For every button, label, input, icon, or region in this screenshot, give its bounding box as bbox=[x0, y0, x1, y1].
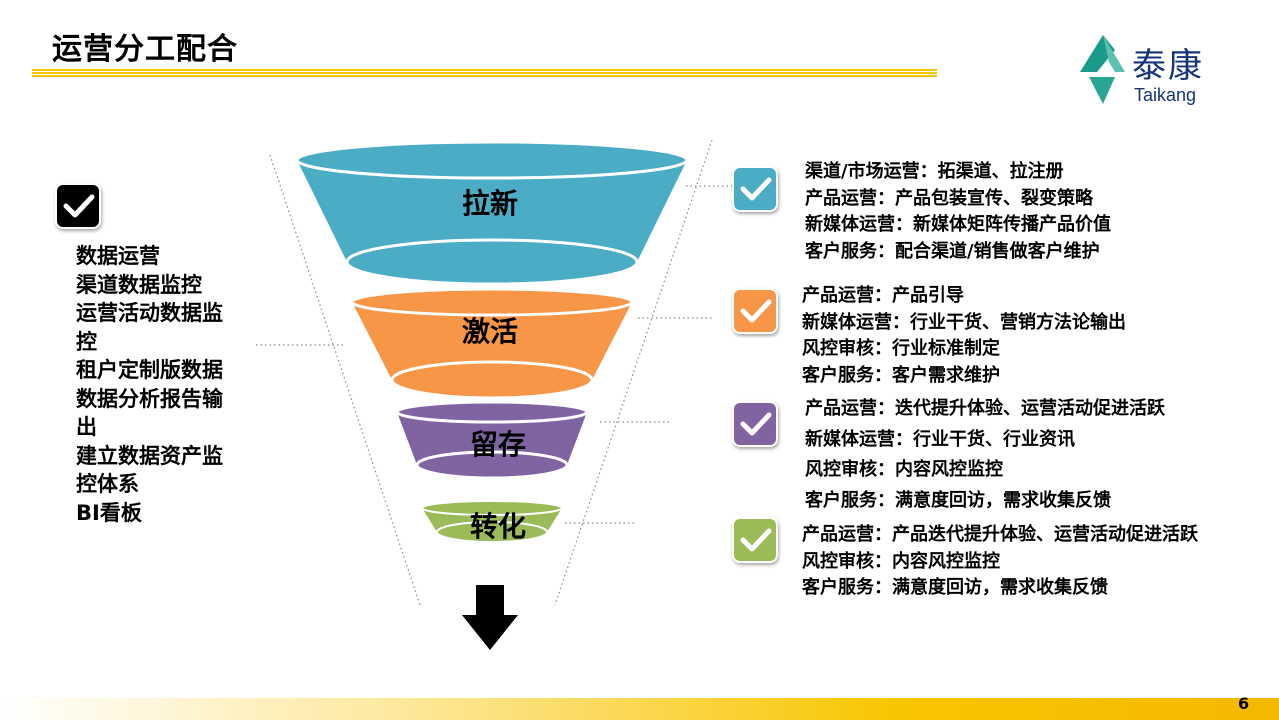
role-line: 新媒体运营：行业干货、行业资讯 bbox=[805, 428, 1075, 450]
role-line: 风控审核：内容风控监控 bbox=[802, 550, 1000, 572]
funnel-stage-2 bbox=[350, 287, 634, 400]
logo-text-cn: 泰康 bbox=[1132, 46, 1204, 86]
list-item: BI看板 bbox=[76, 500, 142, 525]
role-line: 产品运营：产品迭代提升体验、运营活动促进活跃 bbox=[802, 524, 1198, 545]
footer-band bbox=[0, 698, 1279, 720]
funnel-stage-4 bbox=[421, 500, 563, 543]
left-task-list: 数据运营 渠道数据监控 运营活动数据监控 租户定制版数据数据分析报告输出 建立数… bbox=[76, 242, 236, 527]
stage-label-4: 转化 bbox=[469, 510, 527, 543]
funnel-stage-1 bbox=[295, 140, 689, 286]
list-item: 租户定制版数据数据分析报告输出 bbox=[76, 358, 223, 439]
title-divider bbox=[32, 69, 937, 78]
role-group-1: 渠道/市场运营：拓渠道、拉注册 产品运营：产品包装宣传、裂变策略 新媒体运营：新… bbox=[805, 159, 1111, 265]
role-line: 风控审核：行业标准制定 bbox=[802, 338, 1000, 359]
role-line: 客户服务：满意度回访，需求收集反馈 bbox=[805, 489, 1111, 511]
checkbox-icon bbox=[55, 183, 101, 229]
role-line: 产品运营：产品引导 bbox=[802, 285, 964, 306]
checkbox-icon bbox=[732, 401, 778, 447]
role-line: 新媒体运营：行业干货、营销方法论输出 bbox=[802, 311, 1126, 333]
role-line: 产品运营：迭代提升体验、运营活动促进活跃 bbox=[805, 398, 1165, 419]
funnel-stage-3 bbox=[395, 400, 589, 480]
stage-label-2: 激活 bbox=[461, 315, 519, 348]
checkbox-icon bbox=[732, 288, 778, 334]
page-number: 6 bbox=[1238, 694, 1250, 713]
role-line: 风控审核：内容风控监控 bbox=[805, 459, 1003, 480]
right-guide-line bbox=[554, 139, 713, 606]
role-line: 新媒体运营：新媒体矩阵传播产品价值 bbox=[805, 214, 1111, 235]
role-group-4: 产品运营：产品迭代提升体验、运营活动促进活跃 风控审核：内容风控监控 客户服务：… bbox=[802, 522, 1212, 602]
role-group-2: 产品运营：产品引导 新媒体运营：行业干货、营销方法论输出 风控审核：行业标准制定… bbox=[802, 283, 1126, 389]
role-line: 产品运营：产品包装宣传、裂变策略 bbox=[805, 187, 1093, 209]
role-line: 渠道/市场运营：拓渠道、拉注册 bbox=[805, 161, 1064, 182]
down-arrow-icon bbox=[462, 585, 518, 650]
checkbox-icon bbox=[732, 166, 778, 212]
stage-label-1: 拉新 bbox=[461, 187, 519, 220]
list-item: 建立数据资产监控体系 bbox=[76, 443, 223, 497]
list-item: 渠道数据监控 bbox=[76, 272, 202, 297]
page-title: 运营分工配合 bbox=[52, 32, 238, 67]
role-line: 客户服务：满意度回访，需求收集反馈 bbox=[802, 577, 1108, 598]
role-line: 客户服务：客户需求维护 bbox=[802, 364, 1000, 386]
stage-label-3: 留存 bbox=[469, 428, 527, 461]
logo-text-en: Taikang bbox=[1134, 85, 1197, 105]
role-line: 客户服务：配合渠道/销售做客户维护 bbox=[805, 240, 1100, 262]
list-item: 数据运营 bbox=[76, 244, 160, 268]
checkbox-icon bbox=[732, 517, 778, 563]
taikang-logo-icon bbox=[1080, 35, 1125, 104]
list-item: 运营活动数据监控 bbox=[76, 301, 223, 354]
role-group-3: 产品运营：迭代提升体验、运营活动促进活跃 新媒体运营：行业干货、行业资讯 风控审… bbox=[805, 394, 1165, 516]
